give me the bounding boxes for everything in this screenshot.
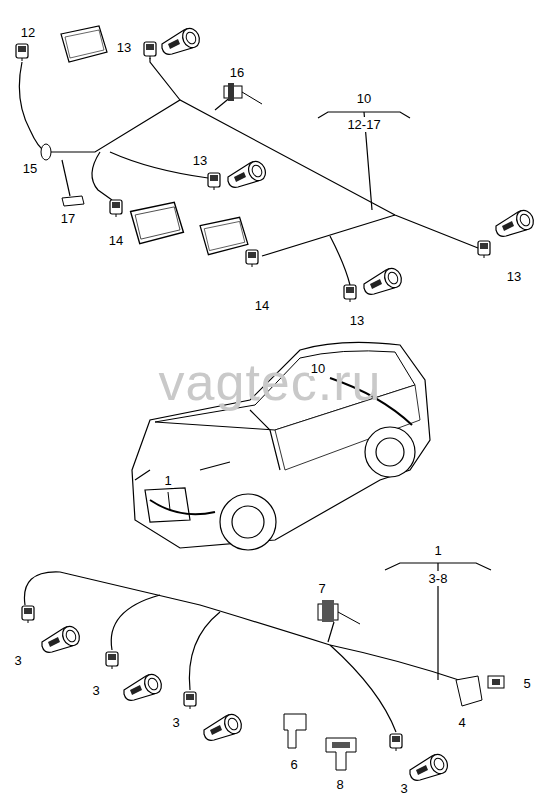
callout-number: 6 (288, 757, 299, 772)
callout-number: 13 (115, 40, 133, 55)
callout-number: 13 (505, 269, 523, 284)
callout-number: 14 (253, 298, 271, 313)
callout-number: 17 (59, 211, 77, 226)
callout-number: 10 (355, 91, 373, 106)
callout-number: 3 (12, 653, 23, 668)
callout-number: 16 (228, 65, 246, 80)
callout-number: 3 (398, 781, 409, 796)
callout-number: 3 (170, 715, 181, 730)
callout-number: 10 (309, 361, 327, 376)
watermark: vagtec.ru (159, 354, 382, 410)
callout-number: 5 (521, 676, 532, 691)
callout-number: 1 (162, 473, 173, 488)
callout-number: 4 (456, 715, 467, 730)
callout-number: 13 (348, 313, 366, 328)
callout-number: 13 (191, 153, 209, 168)
callout-number: 8 (334, 777, 345, 792)
callout-number: 14 (107, 233, 125, 248)
callout-number: 3 (90, 683, 101, 698)
callout-number: 12-17 (345, 117, 382, 132)
callout-number: 3-8 (427, 571, 450, 586)
callout-number: 7 (316, 581, 327, 596)
callout-number: 15 (21, 161, 39, 176)
callout-number: 1 (432, 543, 443, 558)
callout-number: 12 (19, 25, 37, 40)
